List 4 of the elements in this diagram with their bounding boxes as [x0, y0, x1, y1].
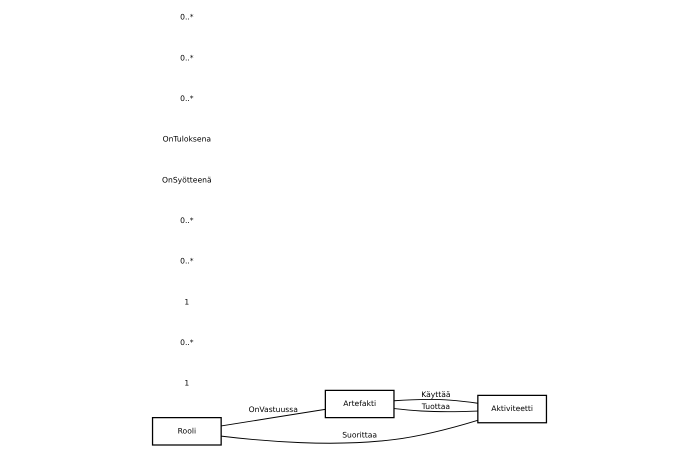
connector: [220, 420, 478, 444]
connector: [394, 408, 478, 412]
connector: [220, 408, 326, 426]
connector: [394, 398, 478, 404]
